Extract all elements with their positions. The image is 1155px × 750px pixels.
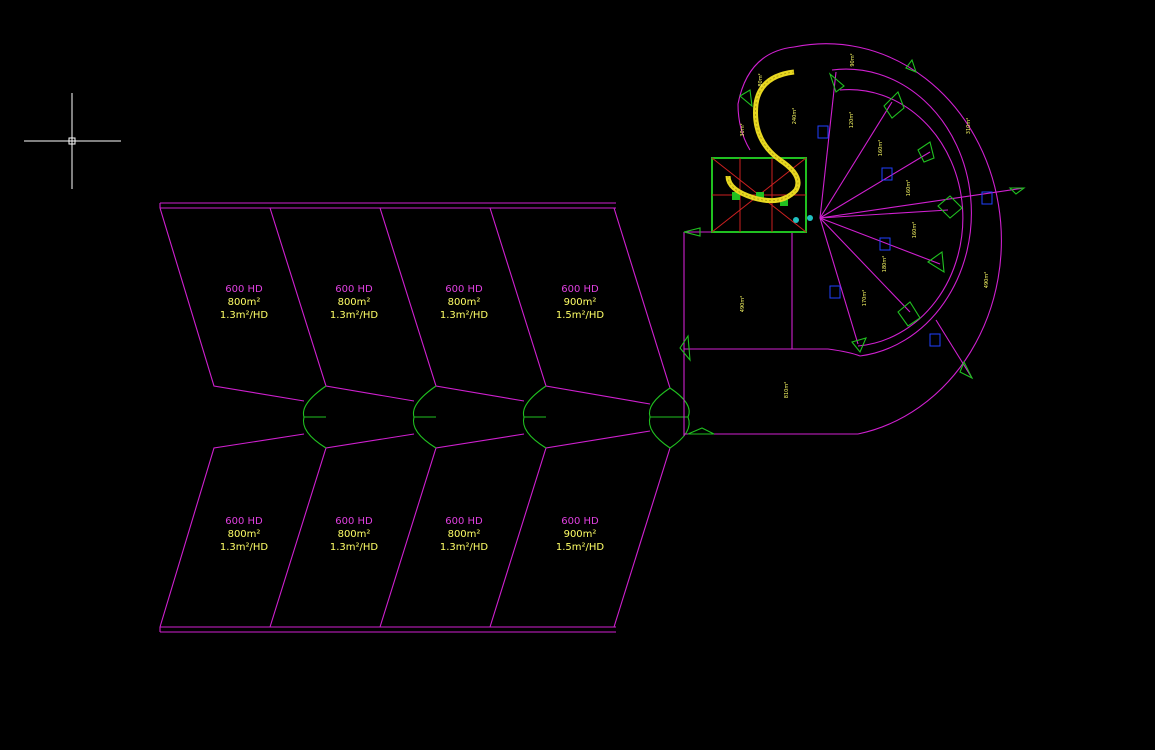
door-icon [927,251,945,274]
area-label: 240m² [792,108,798,124]
marker-icon [929,333,941,347]
area-label: 180m² [882,256,888,272]
room-capacity: 600 HD [335,516,373,527]
room-area: 800m² [338,297,371,308]
equipment-markers [817,125,993,347]
door-icon [917,141,935,163]
room-density: 1.3m²/HD [440,310,489,321]
door-icon [851,337,867,354]
room-area: 800m² [228,529,261,540]
area-label: 160m² [912,222,918,238]
room-label: 600 HD 800m² 1.3m²/HD [330,284,379,321]
room-capacity: 600 HD [225,516,263,527]
room-area: 800m² [448,529,481,540]
door-icon [897,301,921,327]
fixture-icon [780,198,788,206]
fixture-icon [756,192,764,200]
room-label: 600 HD 800m² 1.3m²/HD [440,284,489,321]
spine-doors [302,385,690,449]
door-icon [828,72,845,93]
door-icon [739,89,753,108]
room-label: 600 HD 800m² 1.3m²/HD [220,284,269,321]
room-area: 800m² [228,297,261,308]
marker-icon [817,125,829,139]
door-icon [687,427,715,435]
room-density: 1.5m²/HD [556,310,605,321]
room-area: 900m² [564,297,597,308]
area-label: 490m² [740,296,746,312]
room-density: 1.3m²/HD [220,542,269,553]
spiral-area-labels: 80m² 90m² 240m² 120m² 160m² 310m² 160m² … [740,53,990,398]
door-icon [679,334,691,362]
door-icon [883,91,905,119]
room-capacity: 600 HD [561,516,599,527]
marker-icon [879,237,891,251]
fixture-icon [732,192,740,200]
door-icon [522,385,547,449]
room-density: 1.3m²/HD [330,310,379,321]
door-icon [412,385,437,449]
door-icon [937,195,963,219]
marker-icon [881,167,893,181]
area-label: 810m² [784,382,790,398]
room-capacity: 600 HD [225,284,263,295]
room-density: 1.3m²/HD [220,310,269,321]
area-label: 490m² [984,272,990,288]
yellow-path [725,69,801,204]
room-label: 600 HD 800m² 1.3m²/HD [440,516,489,553]
door-icon [683,227,701,237]
area-label: 90m² [850,53,856,66]
area-label: 160m² [878,140,884,156]
area-label: 30m² [740,123,746,136]
marker-icon [829,285,841,299]
spiral-doors [679,58,1026,435]
door-icon [959,360,974,380]
room-label: 600 HD 900m² 1.5m²/HD [556,284,605,321]
area-label: 160m² [906,180,912,196]
room-area: 800m² [338,529,371,540]
room-density: 1.5m²/HD [556,542,605,553]
room-capacity: 600 HD [445,284,483,295]
room-label: 600 HD 800m² 1.3m²/HD [330,516,379,553]
room-capacity: 600 HD [445,516,483,527]
area-label: 80m² [758,73,764,86]
crosshair-cursor-icon [24,93,121,189]
room-area: 900m² [564,529,597,540]
area-label: 310m² [966,118,972,134]
room-density: 1.3m²/HD [330,542,379,553]
area-label: 170m² [862,290,868,306]
room-density: 1.3m²/HD [440,542,489,553]
door-icon [905,58,917,73]
room-label: 600 HD 800m² 1.3m²/HD [220,516,269,553]
area-label: 120m² [849,112,855,128]
room-capacity: 600 HD [335,284,373,295]
room-area: 800m² [448,297,481,308]
room-label: 600 HD 900m² 1.5m²/HD [556,516,605,553]
door-icon [648,387,690,449]
door-icon [302,385,327,449]
marker-icon [981,191,993,205]
door-icon [1008,187,1026,195]
room-capacity: 600 HD [561,284,599,295]
